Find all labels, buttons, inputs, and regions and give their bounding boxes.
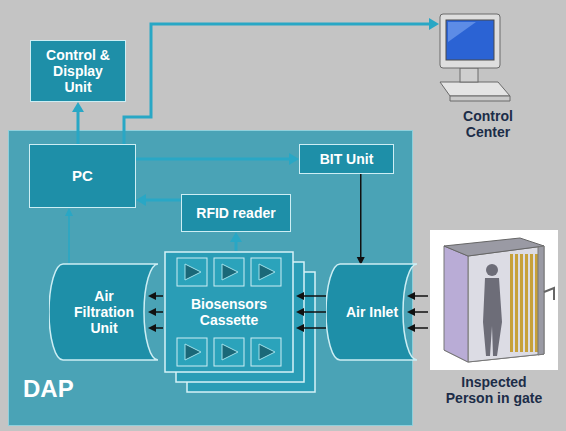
label-text: Air Filtration Unit xyxy=(69,288,139,336)
gate-roof xyxy=(444,238,544,256)
screen-glare xyxy=(448,22,476,42)
label-text: Control Center xyxy=(452,108,524,140)
arrowhead xyxy=(407,292,415,300)
monitor-frame xyxy=(440,14,500,68)
computer-icon xyxy=(436,12,516,104)
monitor-stand xyxy=(460,68,478,82)
person-head xyxy=(486,264,498,276)
gate-bar xyxy=(525,254,528,352)
photo-ground xyxy=(430,230,558,370)
inspected-person-node: Inspected Person in gate xyxy=(428,230,560,426)
label-text: Control & Display Unit xyxy=(38,47,118,95)
arrowhead xyxy=(289,153,299,165)
sensor-cell xyxy=(214,338,244,366)
connector-line xyxy=(360,174,362,258)
gate-handle xyxy=(544,288,554,300)
sensor-cell xyxy=(177,338,207,366)
keyboard xyxy=(440,82,510,96)
sensor-triangle xyxy=(259,344,275,360)
connector xyxy=(124,18,439,144)
monitor-screen xyxy=(446,20,494,60)
connector xyxy=(65,208,73,264)
connector xyxy=(136,153,299,165)
connector-line xyxy=(155,295,163,297)
display-unit-box: Control & Display Unit xyxy=(30,40,126,102)
dap-panel: DAP PC BIT UnitRFID readerAir Filtration U… xyxy=(8,130,413,426)
connector xyxy=(148,292,163,332)
keyboard-edge xyxy=(450,96,510,101)
gate-bar xyxy=(530,254,533,352)
gate-post xyxy=(538,246,544,355)
arrowhead xyxy=(296,292,304,300)
connector xyxy=(136,194,181,206)
cassette-body xyxy=(165,252,293,372)
bit-unit-box: BIT Unit xyxy=(299,144,394,174)
arrowhead xyxy=(407,308,415,316)
arrowhead xyxy=(136,194,146,206)
connector-line xyxy=(303,311,328,313)
connector xyxy=(296,292,328,332)
arrowhead xyxy=(429,18,439,30)
sensor-cell xyxy=(214,258,244,286)
connector-line xyxy=(68,215,70,264)
connector-line xyxy=(77,111,80,144)
gate-bar xyxy=(520,254,523,352)
arrowhead xyxy=(296,308,304,316)
gate-bar xyxy=(510,254,513,352)
arrowhead xyxy=(148,292,156,300)
connector-line xyxy=(303,295,328,297)
arrowhead xyxy=(72,102,84,112)
connector-line xyxy=(414,327,428,329)
arrowhead xyxy=(357,257,365,265)
connector xyxy=(407,292,428,332)
label-text: Biosensors Cassette xyxy=(179,296,279,328)
label-text: PC xyxy=(72,167,93,184)
arrowhead xyxy=(148,324,156,332)
sensor-cell xyxy=(177,258,207,286)
air-inlet-cylinder: Air Inlet xyxy=(326,263,418,361)
sensor-triangle xyxy=(185,344,201,360)
arrowhead xyxy=(230,232,242,242)
connector-line xyxy=(155,311,163,313)
person-body xyxy=(483,278,502,356)
arrowhead xyxy=(407,324,415,332)
pc-box: PC xyxy=(29,144,136,208)
arrowhead xyxy=(148,308,156,316)
connector xyxy=(72,102,84,144)
sensor-triangle xyxy=(259,264,275,280)
cylinder-body xyxy=(326,264,417,360)
sensor-triangle xyxy=(222,264,238,280)
connector xyxy=(357,174,365,265)
connector-line xyxy=(124,24,430,144)
air-filtration-cylinder: Air Filtration Unit xyxy=(49,263,159,361)
sensor-triangle xyxy=(185,264,201,280)
label-text: BIT Unit xyxy=(320,151,374,167)
connector-line xyxy=(145,199,181,202)
label-text: Air Inlet xyxy=(346,304,398,320)
cylinder-body xyxy=(49,264,158,360)
biosensor-cassette: Biosensors Cassette xyxy=(164,251,294,373)
rfid-reader-box: RFID reader xyxy=(181,194,291,232)
arrowhead xyxy=(65,208,73,216)
label-text: Inspected Person in gate xyxy=(438,374,550,406)
gate-side-panel xyxy=(444,246,468,362)
connector-line xyxy=(235,241,238,251)
connector-line xyxy=(136,158,290,161)
connector-line xyxy=(155,327,163,329)
sensor-triangle xyxy=(222,344,238,360)
gate-bar xyxy=(515,254,518,352)
label-text: DAP xyxy=(23,375,74,403)
connector xyxy=(230,232,242,251)
connector-line xyxy=(303,327,328,329)
control-center-node: Control Center xyxy=(436,12,540,144)
sensor-cell xyxy=(251,338,281,366)
gate-front xyxy=(468,246,544,362)
sensor-cell xyxy=(251,258,281,286)
connector-line xyxy=(414,311,428,313)
connector-line xyxy=(414,295,428,297)
gate-illustration xyxy=(430,230,558,370)
label-text: RFID reader xyxy=(196,205,275,221)
arrowhead xyxy=(296,324,304,332)
